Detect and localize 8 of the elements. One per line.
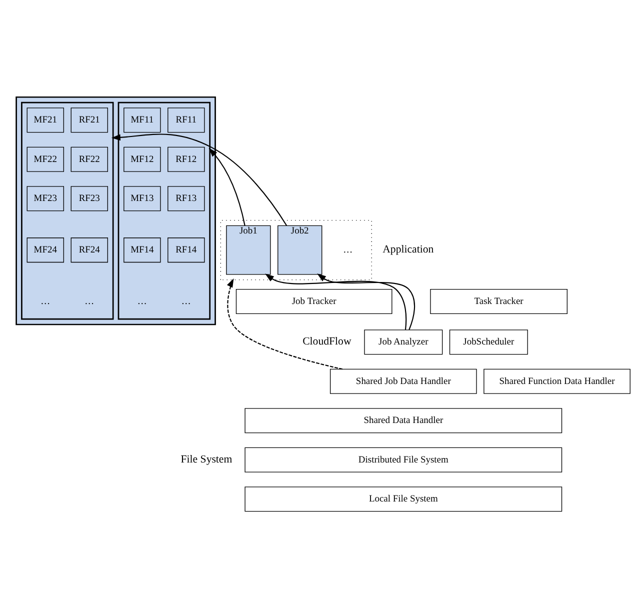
label: … (137, 297, 147, 308)
label: File System (180, 453, 232, 466)
label: … (40, 297, 50, 308)
label: Application (382, 244, 434, 256)
label: … (181, 297, 191, 308)
label: CloudFlow (302, 336, 352, 348)
label: … (84, 297, 94, 308)
label: … (343, 246, 353, 256)
